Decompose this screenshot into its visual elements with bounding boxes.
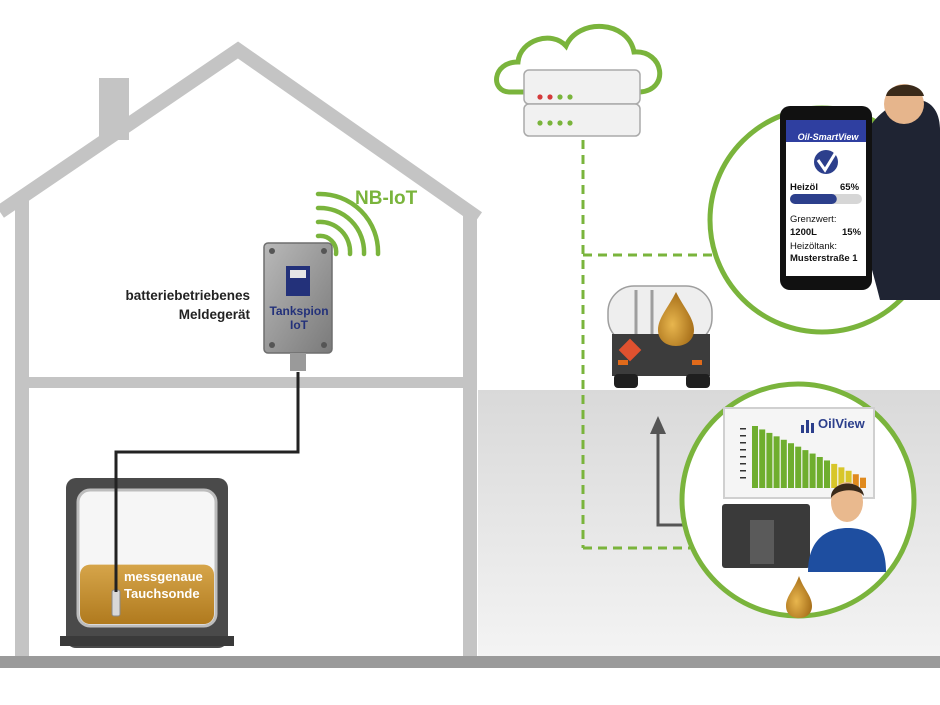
iot-device xyxy=(263,242,333,371)
dashboard-bar xyxy=(838,467,845,488)
house xyxy=(0,41,483,656)
probe-caption: messgenaue Tauchsonde xyxy=(124,568,203,602)
submersible-probe xyxy=(111,589,121,617)
dashboard-bar xyxy=(773,436,780,488)
dashboard-bar xyxy=(845,470,852,488)
oil-drop-icon xyxy=(658,292,694,346)
tanker-truck xyxy=(607,285,713,388)
user-icon xyxy=(850,99,940,300)
dashboard-bar xyxy=(802,450,809,488)
chimney xyxy=(99,78,129,140)
data-connection-lines xyxy=(581,140,718,550)
wireless-signal-icon xyxy=(315,191,381,257)
dashboard-panel xyxy=(679,381,917,619)
dashboard-bar xyxy=(852,474,859,488)
dashboard-bar-chart xyxy=(740,426,866,488)
dashboard-bar xyxy=(788,443,794,488)
phone-product: Heizöl xyxy=(790,182,818,193)
phone-tank-label: Heizöltank: xyxy=(790,241,837,252)
oil-drop-icon xyxy=(786,576,812,618)
ground-line xyxy=(0,656,940,668)
house-floor-divider xyxy=(22,377,470,388)
oil-tank xyxy=(60,478,234,648)
dashboard-axis-tick xyxy=(740,442,746,444)
device-caption-line2: Meldegerät xyxy=(178,307,250,322)
dashboard-bar xyxy=(795,446,802,488)
phone-threshold-label: Grenzwert: xyxy=(790,214,837,225)
dashboard-axis-tick xyxy=(740,470,746,472)
dashboard-axis-tick xyxy=(740,435,746,437)
phone-percent: 65% xyxy=(840,182,860,193)
device-caption-line1: batteriebetriebenes xyxy=(125,288,250,303)
dashboard-axis-tick xyxy=(740,456,746,458)
cloud-icon xyxy=(494,23,663,95)
dashboard-bar xyxy=(752,426,758,488)
phone-tank-address: Musterstraße 1 xyxy=(790,253,858,264)
dashboard-bar xyxy=(809,453,816,488)
dashboard-title: OilView xyxy=(818,416,865,431)
probe-caption-line2: Tauchsonde xyxy=(124,586,200,601)
device-name-line2: IoT xyxy=(290,318,308,332)
dashboard-axis-tick xyxy=(740,463,746,465)
dashboard-bar xyxy=(860,477,866,488)
dashboard-bar xyxy=(824,460,830,488)
dashboard-bar xyxy=(766,432,773,488)
server-icon xyxy=(523,69,641,137)
dashboard-bar xyxy=(759,429,766,488)
phone-fill-bar xyxy=(790,194,837,204)
network-label: NB-IoT xyxy=(355,188,418,209)
dashboard-bar xyxy=(831,463,838,488)
device-caption: batteriebetriebenes Meldegerät xyxy=(70,286,250,324)
dashboard-axis-tick xyxy=(740,477,746,479)
dispatch-arrow-icon xyxy=(650,416,690,527)
dashboard-axis-tick xyxy=(740,428,746,430)
operator-icon xyxy=(808,528,886,572)
oilview-chart-icon xyxy=(801,420,814,433)
device-name-line1: Tankspion xyxy=(269,304,329,318)
phone-threshold-percent: 15% xyxy=(842,227,862,238)
dashboard-axis-tick xyxy=(740,449,746,451)
app-title: Oil-SmartView xyxy=(797,132,859,142)
smartphone-panel xyxy=(707,84,940,335)
probe-cable xyxy=(114,372,300,592)
dashboard-bar xyxy=(816,457,823,488)
phone-threshold-value: 1200L xyxy=(790,227,817,238)
probe-caption-line1: messgenaue xyxy=(124,569,203,584)
device-name: Tankspion IoT xyxy=(268,304,330,332)
dashboard-bar xyxy=(780,439,787,488)
